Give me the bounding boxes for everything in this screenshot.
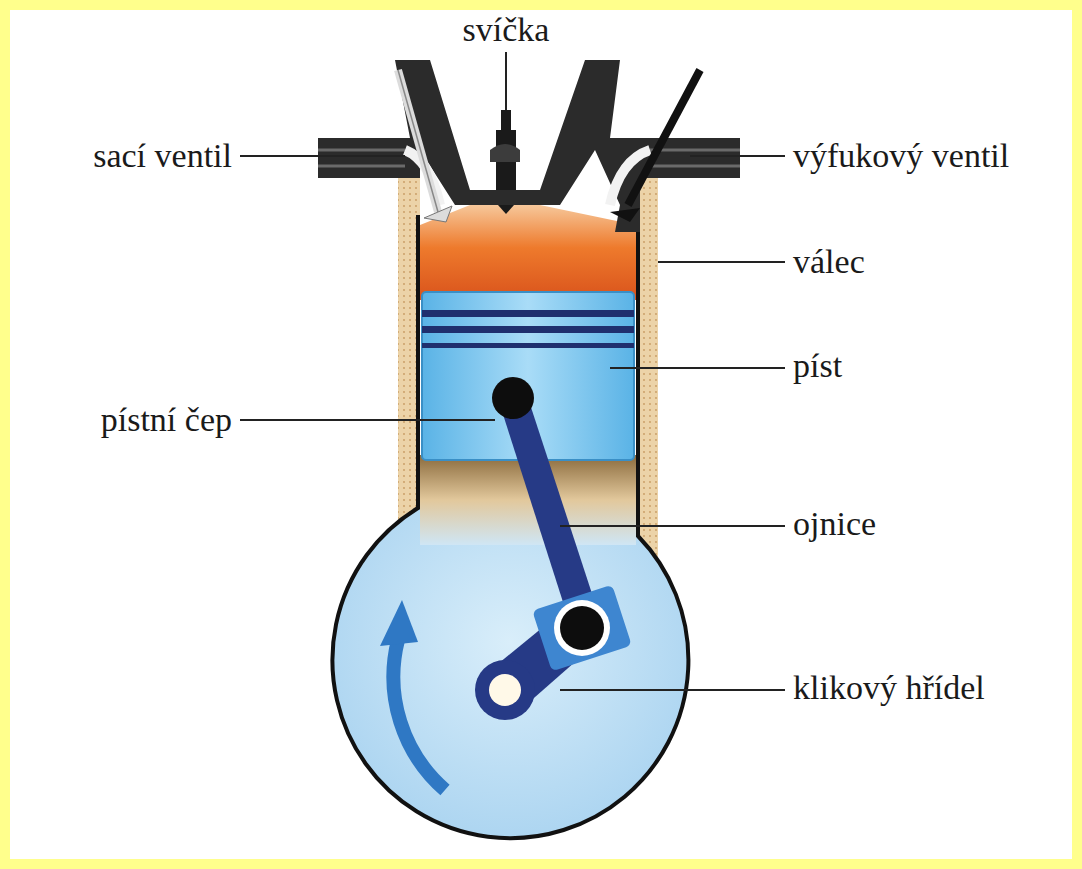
part-label: ojnice (793, 505, 876, 542)
part-label: klikový hřídel (793, 669, 985, 706)
leader-line (658, 261, 785, 263)
spark-plug-tip (501, 110, 511, 132)
leader-line (560, 689, 785, 691)
leader-line (240, 419, 495, 421)
spark-plug-body (490, 144, 520, 162)
exhaust-valve-stem (628, 70, 700, 205)
big-end (532, 585, 632, 672)
part-label: výfukový ventil (793, 137, 1009, 174)
crank-hole (489, 674, 521, 706)
leader-line (240, 155, 405, 157)
part-label: pístní čep (101, 401, 232, 438)
leader-line (610, 367, 785, 369)
leader-line (690, 155, 785, 157)
piston-ring (422, 343, 634, 348)
intake-valve-stem (398, 70, 438, 212)
leader-line (505, 52, 507, 110)
leader-line (560, 525, 785, 527)
leader-lines (240, 52, 785, 690)
rotation-arrowhead (380, 600, 418, 646)
exhaust-valve-head (610, 208, 640, 222)
crank-journal (475, 660, 535, 720)
combustion-chamber (420, 205, 636, 300)
piston-pin (492, 377, 534, 419)
port-pipe (318, 150, 740, 166)
part-label: válec (793, 243, 865, 280)
part-label: svíčka (463, 11, 550, 48)
crank-pin (560, 606, 604, 650)
intake-valve-head (424, 206, 452, 222)
connecting-rod (500, 392, 598, 624)
spark-plug-electrode (498, 205, 514, 214)
piston-ring (422, 310, 634, 317)
intake-valve-edge (398, 70, 438, 212)
big-end-ring (554, 600, 610, 656)
piston-ring (422, 326, 634, 333)
ground (10, 10, 1072, 859)
cylinder-head (318, 60, 740, 232)
rotation-arrow (393, 640, 445, 790)
part-label: sací ventil (93, 137, 232, 174)
part-label: píst (793, 347, 842, 384)
